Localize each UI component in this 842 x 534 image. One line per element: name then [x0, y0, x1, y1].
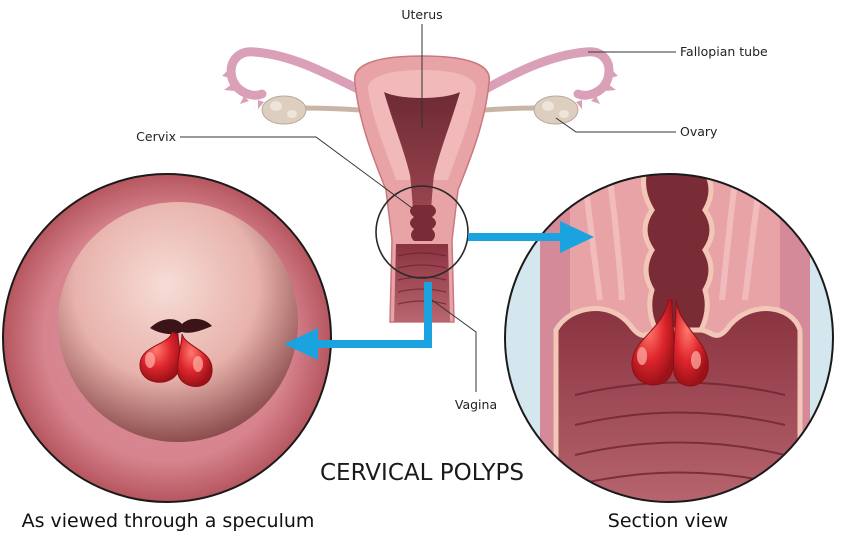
right-ovary: [534, 96, 578, 124]
caption-speculum-view: As viewed through a speculum: [22, 510, 315, 532]
label-cervix: Cervix: [136, 129, 176, 144]
label-vagina: Vagina: [455, 397, 497, 412]
speculum-view: [3, 174, 331, 502]
label-uterus: Uterus: [401, 7, 442, 22]
label-fallopian-tube: Fallopian tube: [680, 44, 768, 59]
right-fallopian-tube: [484, 52, 609, 95]
left-ovary: [262, 96, 306, 124]
vagina: [394, 244, 450, 322]
cervical-canal: [410, 205, 436, 241]
section-view: [505, 170, 833, 510]
label-ovary: Ovary: [680, 124, 718, 139]
caption-section-view: Section view: [608, 510, 728, 532]
diagram-title: CERVICAL POLYPS: [320, 460, 524, 486]
left-fallopian-tube: [231, 52, 360, 95]
